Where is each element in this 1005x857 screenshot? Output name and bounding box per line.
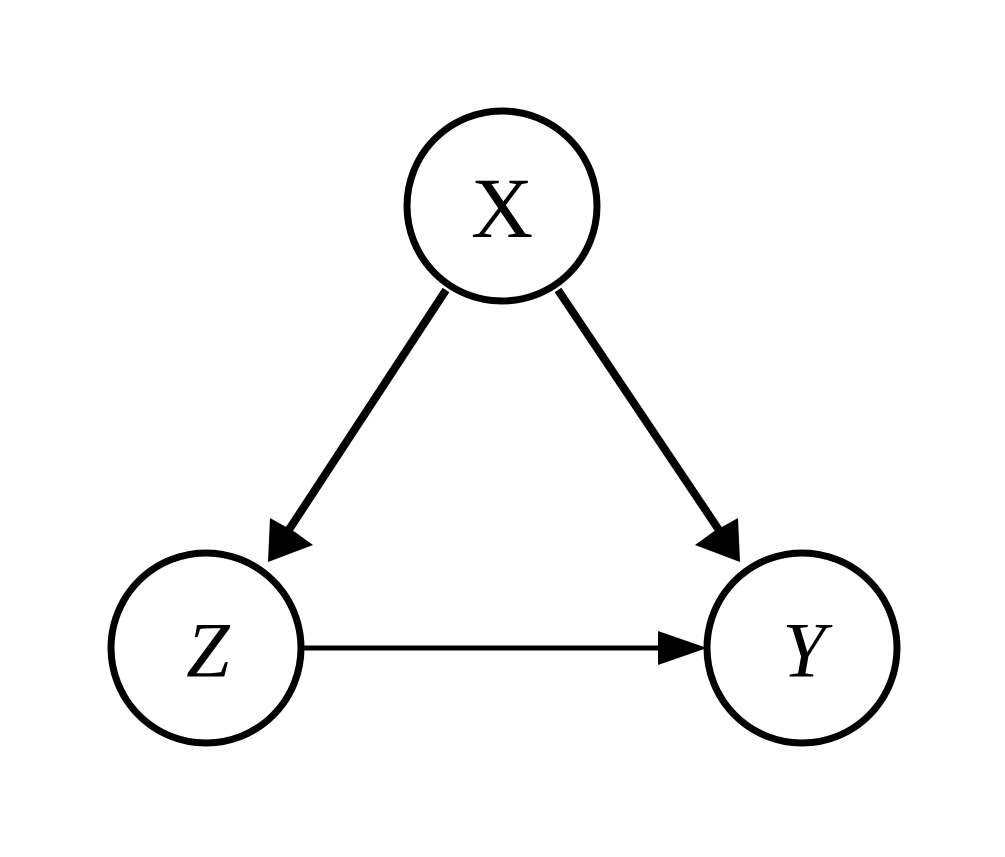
node-y[interactable]: Y: [703, 549, 901, 747]
node-z[interactable]: Z: [107, 549, 305, 747]
edge-group: [268, 287, 740, 665]
node-x-label: X: [471, 160, 533, 256]
edge-z-to-y-arrowhead-icon: [658, 631, 707, 665]
node-z-circle: [107, 549, 305, 747]
edge-x-to-z[interactable]: [268, 287, 450, 562]
node-x-circle: [403, 107, 601, 305]
edge-z-to-y[interactable]: [303, 631, 707, 665]
edge-x-to-y-line: [554, 287, 735, 551]
edge-x-to-y-arrowhead-icon: [695, 518, 740, 562]
edge-x-to-z-arrowhead-icon: [268, 518, 313, 562]
node-y-label: Y: [782, 607, 833, 694]
node-group: X Z Y: [107, 107, 901, 747]
node-z-label: Z: [186, 607, 231, 694]
edge-x-to-y[interactable]: [554, 287, 740, 562]
node-x[interactable]: X: [403, 107, 601, 305]
edge-x-to-z-line: [273, 287, 450, 551]
node-y-circle: [703, 549, 901, 747]
